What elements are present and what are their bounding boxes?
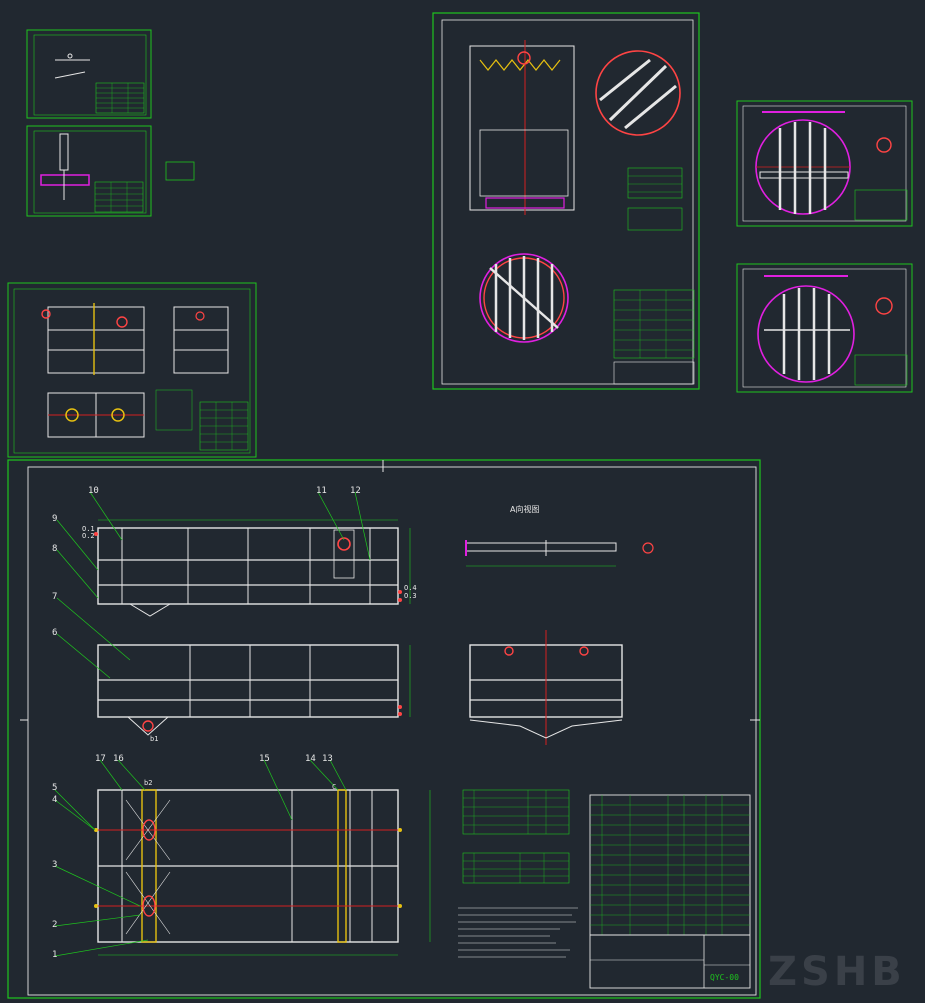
nozzle-tag-o1: O.1: [82, 525, 95, 533]
sheet-tank: [7, 282, 257, 458]
nozzle-tables: [458, 789, 578, 958]
item-label-16: 16: [113, 754, 124, 764]
item-label-11: 11: [316, 486, 327, 496]
item-label-8: 8: [52, 544, 57, 554]
watermark: ZSHB: [768, 949, 906, 995]
a-view-detail: [465, 540, 654, 567]
side-elevation: [97, 644, 411, 736]
nozzle-tag-o3: O.3: [404, 592, 417, 600]
nozzle-tag-b1: b1: [150, 735, 158, 743]
front-elevation: [94, 519, 411, 617]
sheet-filter-vessel: [432, 12, 700, 390]
sheet-distributor-a: [736, 100, 913, 227]
item-label-10: 10: [88, 486, 99, 496]
nozzle-tag-b2: b2: [144, 779, 152, 787]
item-label-14: 14: [305, 754, 316, 764]
item-label-2: 2: [52, 920, 57, 930]
nozzle-tag-c: C: [332, 783, 336, 791]
title-block: QYC-00: [589, 794, 751, 989]
nozzle-tag-o4: O.4: [404, 584, 417, 592]
item-label-13: 13: [322, 754, 333, 764]
item-label-9: 9: [52, 514, 57, 524]
sheet-small-1: [26, 29, 152, 119]
item-label-3: 3: [52, 860, 57, 870]
sheet-small-2: [26, 125, 195, 217]
item-label-5: 5: [52, 783, 57, 793]
item-label-17: 17: [95, 754, 106, 764]
sheet-distributor-b: [736, 263, 913, 393]
leaders: [54, 491, 371, 957]
item-label-1: 1: [52, 950, 57, 960]
section-title: A向视图: [510, 504, 539, 514]
item-label-15: 15: [259, 754, 270, 764]
item-label-4: 4: [52, 795, 57, 805]
item-label-6: 6: [52, 628, 57, 638]
main-sheet: QYC-00 10 9 8 7 6: [7, 459, 761, 999]
item-label-7: 7: [52, 592, 57, 602]
end-view: [469, 630, 623, 745]
plan-view: [94, 789, 431, 956]
item-label-12: 12: [350, 486, 361, 496]
drawing-number: QYC-00: [710, 973, 739, 982]
nozzle-tag-o2: O.2: [82, 532, 95, 540]
